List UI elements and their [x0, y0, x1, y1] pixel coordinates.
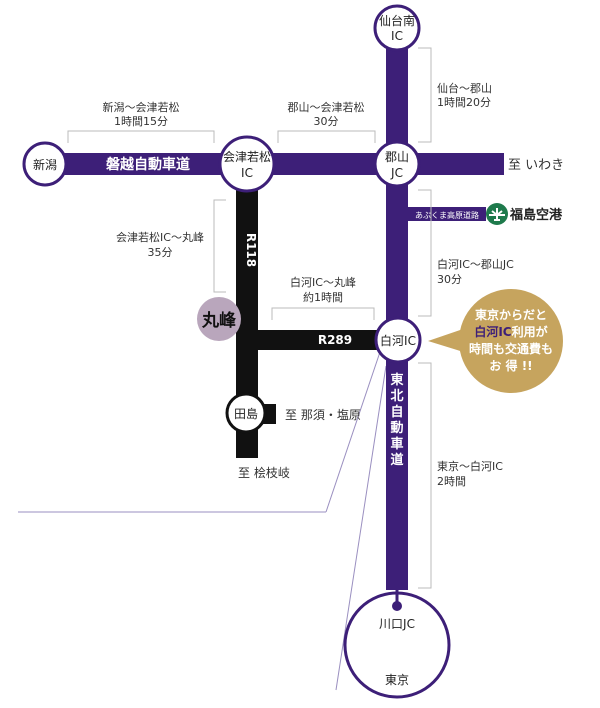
airport-group: あぶくま高原道路 福島空港 — [408, 203, 563, 225]
duration-shirakawa-koriyama: 白河IC～郡山JC 30分 — [418, 189, 514, 317]
koriyama-label-2: JC — [390, 166, 403, 180]
r118-label: R118 — [244, 233, 258, 267]
guide-lines — [18, 351, 387, 691]
kawaguchi-dot — [392, 601, 402, 611]
tohoku-label-text: 東北自動車道 — [390, 372, 403, 468]
duration-koriyama-aizu: 郡山～会津若松 30分 — [277, 100, 376, 143]
abukuma-road — [408, 207, 486, 221]
tohoku-expressway — [386, 30, 408, 590]
maruho-label: 丸峰 — [201, 310, 237, 331]
duration-aizu-maruho: 会津若松IC～丸峰 35分 — [116, 199, 226, 293]
svg-text:30分: 30分 — [437, 273, 462, 286]
to-hinoemata-label: 至 桧枝岐 — [238, 465, 290, 480]
tokyo-label: 東京 — [385, 673, 409, 687]
svg-text:35分: 35分 — [148, 246, 173, 259]
svg-text:東京～白河IC: 東京～白河IC — [437, 459, 503, 473]
svg-text:2時間: 2時間 — [437, 475, 466, 488]
sendaiminami-label-1: 仙台南 — [379, 13, 415, 28]
sendaiminami-label-2: IC — [391, 29, 403, 43]
duration-tokyo-shirakawa: 東京～白河IC 2時間 — [418, 362, 503, 589]
svg-text:白河IC～丸峰: 白河IC～丸峰 — [290, 275, 356, 289]
svg-text:会津若松IC～丸峰: 会津若松IC～丸峰 — [116, 230, 204, 244]
aizuwakamatsu-node — [218, 135, 276, 193]
maruho-node — [197, 297, 241, 341]
airport-label: 福島空港 — [509, 207, 563, 223]
svg-text:白河IC～郡山JC: 白河IC～郡山JC — [437, 257, 514, 271]
callout-line4: お 得 !! — [489, 358, 532, 373]
callout-line3: 時間も交通費も — [469, 341, 553, 356]
duration-sendai-koriyama: 仙台～郡山 1時間20分 — [418, 47, 492, 143]
svg-text:約1時間: 約1時間 — [303, 290, 343, 304]
r289-label: R289 — [318, 333, 352, 347]
tajima-node — [225, 392, 267, 434]
svg-text:郡山～会津若松: 郡山～会津若松 — [288, 100, 365, 114]
svg-text:仙台～郡山: 仙台～郡山 — [437, 81, 492, 95]
svg-text:1時間20分: 1時間20分 — [437, 96, 491, 109]
banetsu-label: 磐越自動車道 — [105, 156, 190, 173]
tajima-label: 田島 — [234, 406, 258, 421]
r118-road — [236, 175, 258, 458]
tohoku-label: 東北自動車道 — [390, 372, 403, 468]
callout-line1: 東京からだと — [475, 307, 547, 322]
svg-text:30分: 30分 — [314, 115, 339, 128]
svg-text:1時間15分: 1時間15分 — [114, 115, 168, 128]
callout-bubble: 東京からだと 白河IC利用が 時間も交通費も お 得 !! — [428, 289, 563, 393]
sendaiminami-node — [373, 4, 421, 52]
to-nasu-label: 至 那須・塩原 — [285, 407, 361, 422]
kawaguchi-label: 川口JC — [379, 617, 415, 631]
abukuma-road-label: あぶくま高原道路 — [415, 210, 479, 220]
niigata-node — [22, 141, 68, 187]
koriyama-node — [373, 140, 421, 188]
aizuwakamatsu-label-1: 会津若松 — [223, 150, 271, 164]
shirakawa-node — [374, 316, 422, 364]
r289-road — [258, 330, 386, 350]
koriyama-label-1: 郡山 — [385, 150, 409, 164]
niigata-label: 新潟 — [33, 157, 57, 172]
callout-line2: 白河IC利用が — [474, 324, 547, 339]
svg-text:新潟～会津若松: 新潟～会津若松 — [103, 100, 180, 114]
aizuwakamatsu-label-2: IC — [241, 166, 253, 180]
duration-shirakawa-maruho: 白河IC～丸峰 約1時間 — [271, 275, 375, 320]
duration-niigata-aizu: 新潟～会津若松 1時間15分 — [67, 100, 215, 143]
shirakawa-label: 白河IC — [380, 333, 416, 348]
to-iwaki-label: 至 いわき — [508, 158, 564, 173]
